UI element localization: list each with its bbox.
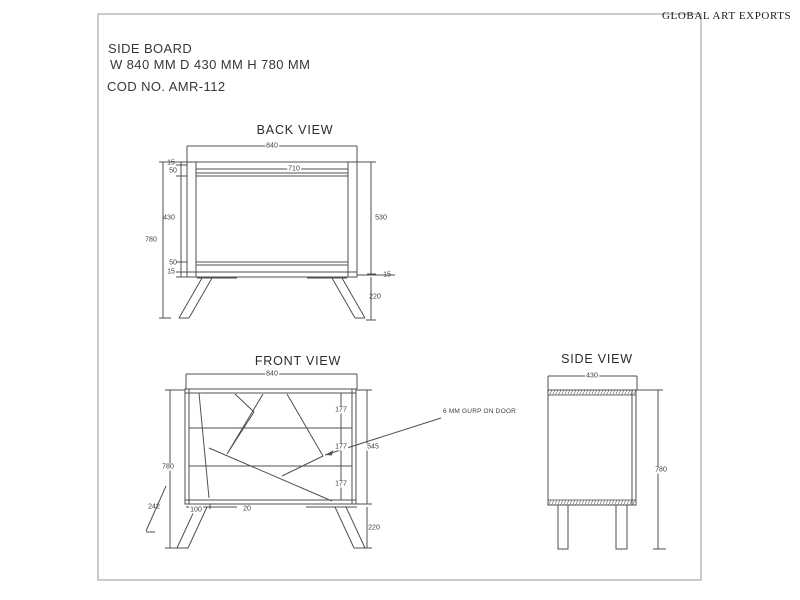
brand-name: GLOBAL ART EXPORTS	[662, 10, 792, 22]
front-right-leg	[334, 506, 366, 549]
front-dim-width: 840	[265, 370, 279, 378]
back-right-leg	[331, 277, 366, 319]
front-dim-leg-height: 220	[368, 524, 380, 532]
front-view-title: FRONT VIEW	[254, 354, 342, 368]
side-top-hatch-band	[547, 389, 637, 396]
side-back-leg	[615, 504, 628, 550]
side-dim-depth: 430	[585, 372, 599, 380]
front-dim-row2: 177	[334, 443, 348, 451]
back-dim-leg-height: 220	[369, 293, 381, 301]
front-dim-row1: 177	[334, 406, 348, 414]
product-code: COD NO. AMR-112	[107, 79, 226, 94]
side-dim-total-height: 780	[654, 466, 668, 474]
product-title: SIDE BOARD	[108, 41, 193, 56]
back-view-title: BACK VIEW	[256, 123, 334, 137]
door-pattern	[198, 392, 333, 502]
side-front-leg	[557, 504, 569, 550]
back-left-leg	[178, 277, 213, 319]
back-dim-top-rail: 50	[169, 167, 177, 175]
side-bottom-hatch-band	[547, 499, 637, 506]
back-dim-width: 840	[265, 142, 279, 150]
front-dim-row3: 177	[334, 480, 348, 488]
sheet-border	[97, 13, 702, 581]
side-view-drawing	[547, 375, 666, 550]
back-dim-bottom-edge: 15	[167, 268, 175, 276]
front-view-drawing	[145, 373, 442, 549]
leader-arrowhead	[325, 450, 334, 456]
product-size: W 840 MM D 430 MM H 780 MM	[110, 57, 311, 72]
front-dim-door-height: 545	[366, 443, 380, 451]
back-dim-body-height: 530	[375, 214, 387, 222]
door-material-note: 6 MM GURP ON DOOR	[443, 408, 516, 415]
front-dim-leg-top: 20	[242, 505, 252, 513]
front-dim-leg-length: 242	[148, 503, 160, 511]
back-dim-top-edge: 15	[167, 159, 175, 167]
front-dim-leg-inset: 100	[189, 506, 203, 514]
side-view-title: SIDE VIEW	[561, 352, 633, 366]
back-dim-opening: 430	[163, 214, 175, 222]
back-dim-inner-width: 710	[287, 165, 301, 173]
back-dim-bottom-rail: 50	[169, 259, 177, 267]
back-view-drawing	[159, 145, 395, 321]
back-dim-total-height: 780	[145, 236, 157, 244]
back-dim-right-edge: 15	[383, 271, 391, 279]
front-left-leg	[176, 506, 208, 549]
front-dim-total-height: 780	[161, 463, 175, 471]
